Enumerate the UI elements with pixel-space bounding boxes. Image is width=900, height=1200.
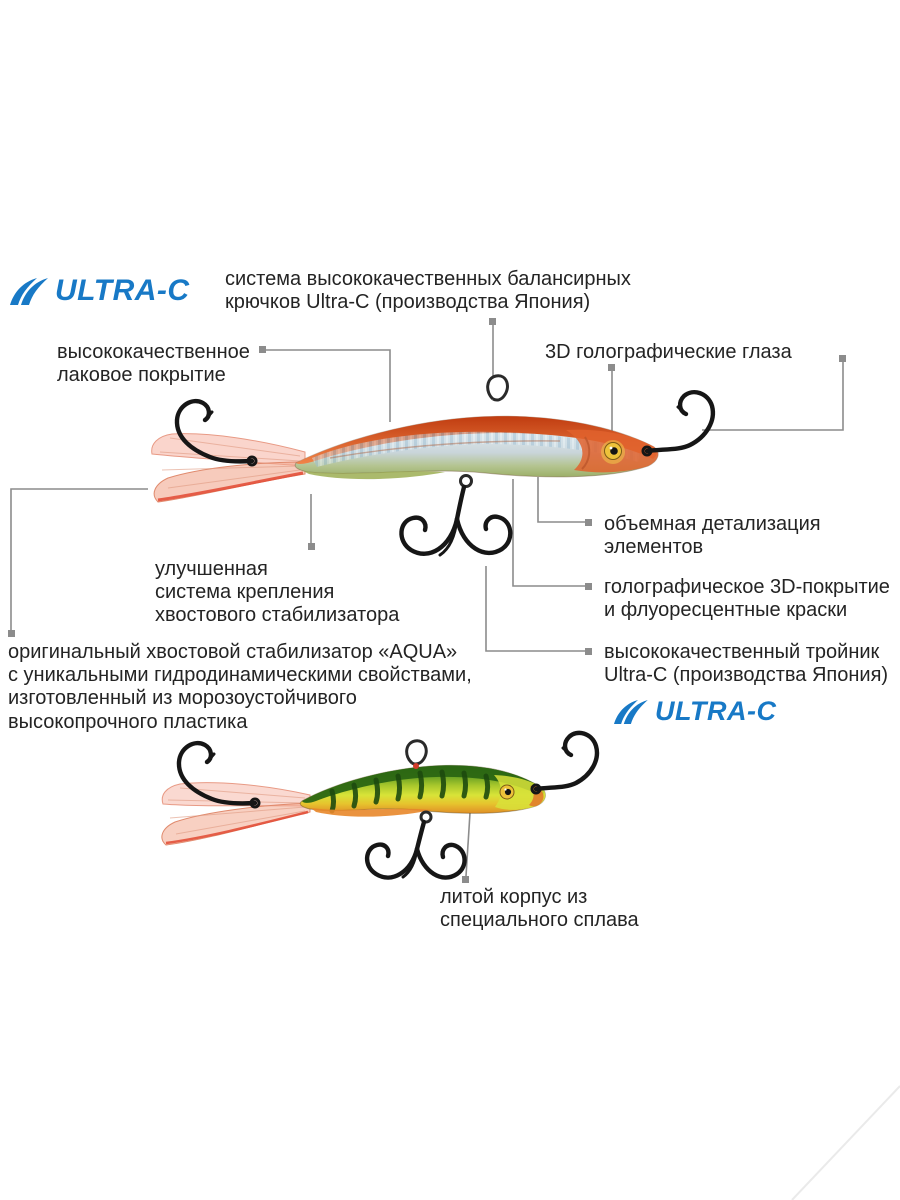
callout-lacquer-coating: высококачественное лаковое покрытие — [57, 341, 250, 387]
treble-hook — [364, 810, 467, 880]
callout-aqua-stabilizer: оригинальный хвостовой стабилизатор «AQU… — [8, 641, 472, 733]
line-tie-loop — [405, 739, 428, 766]
perch-stripes — [329, 769, 490, 814]
callout-treble-hook: высококачественный тройник Ultra-C (прои… — [604, 641, 889, 687]
wave-icon — [10, 277, 48, 305]
callout-cast-body: литой корпус из специального сплава — [440, 886, 639, 932]
line-tie-loop — [486, 374, 509, 402]
eye — [604, 442, 622, 460]
callout-lines — [8, 318, 846, 883]
wave-icon — [614, 699, 648, 724]
ultra-c-logo-bottom: ULTRA-C — [612, 696, 776, 727]
tail-fin — [161, 782, 311, 846]
callout-holographic-eyes: 3D голографические глаза — [545, 341, 792, 363]
logo-text: ULTRA-C — [55, 274, 190, 307]
callout-detailing: объемная детализация элементов — [604, 513, 821, 559]
lure-bottom-illustration — [161, 730, 600, 880]
rear-hook — [641, 390, 716, 457]
tail-fin — [151, 433, 306, 503]
lure-top-illustration — [151, 374, 716, 557]
front-hook — [174, 398, 258, 467]
ultra-c-logo-top: ULTRA-C — [8, 274, 190, 308]
eye — [499, 784, 515, 800]
callout-holographic-coating: голографическое 3D-покрытие и флуоресцен… — [604, 576, 890, 622]
corner-decoration — [791, 1085, 900, 1200]
callout-tail-mount-system: улучшенная система крепления хвостового … — [155, 558, 400, 627]
treble-hook — [399, 474, 513, 557]
front-hook — [176, 740, 261, 809]
callout-hook-system: система высококачественных балансирных к… — [225, 268, 631, 314]
logo-text: ULTRA-C — [655, 696, 777, 726]
rear-hook — [530, 730, 600, 795]
